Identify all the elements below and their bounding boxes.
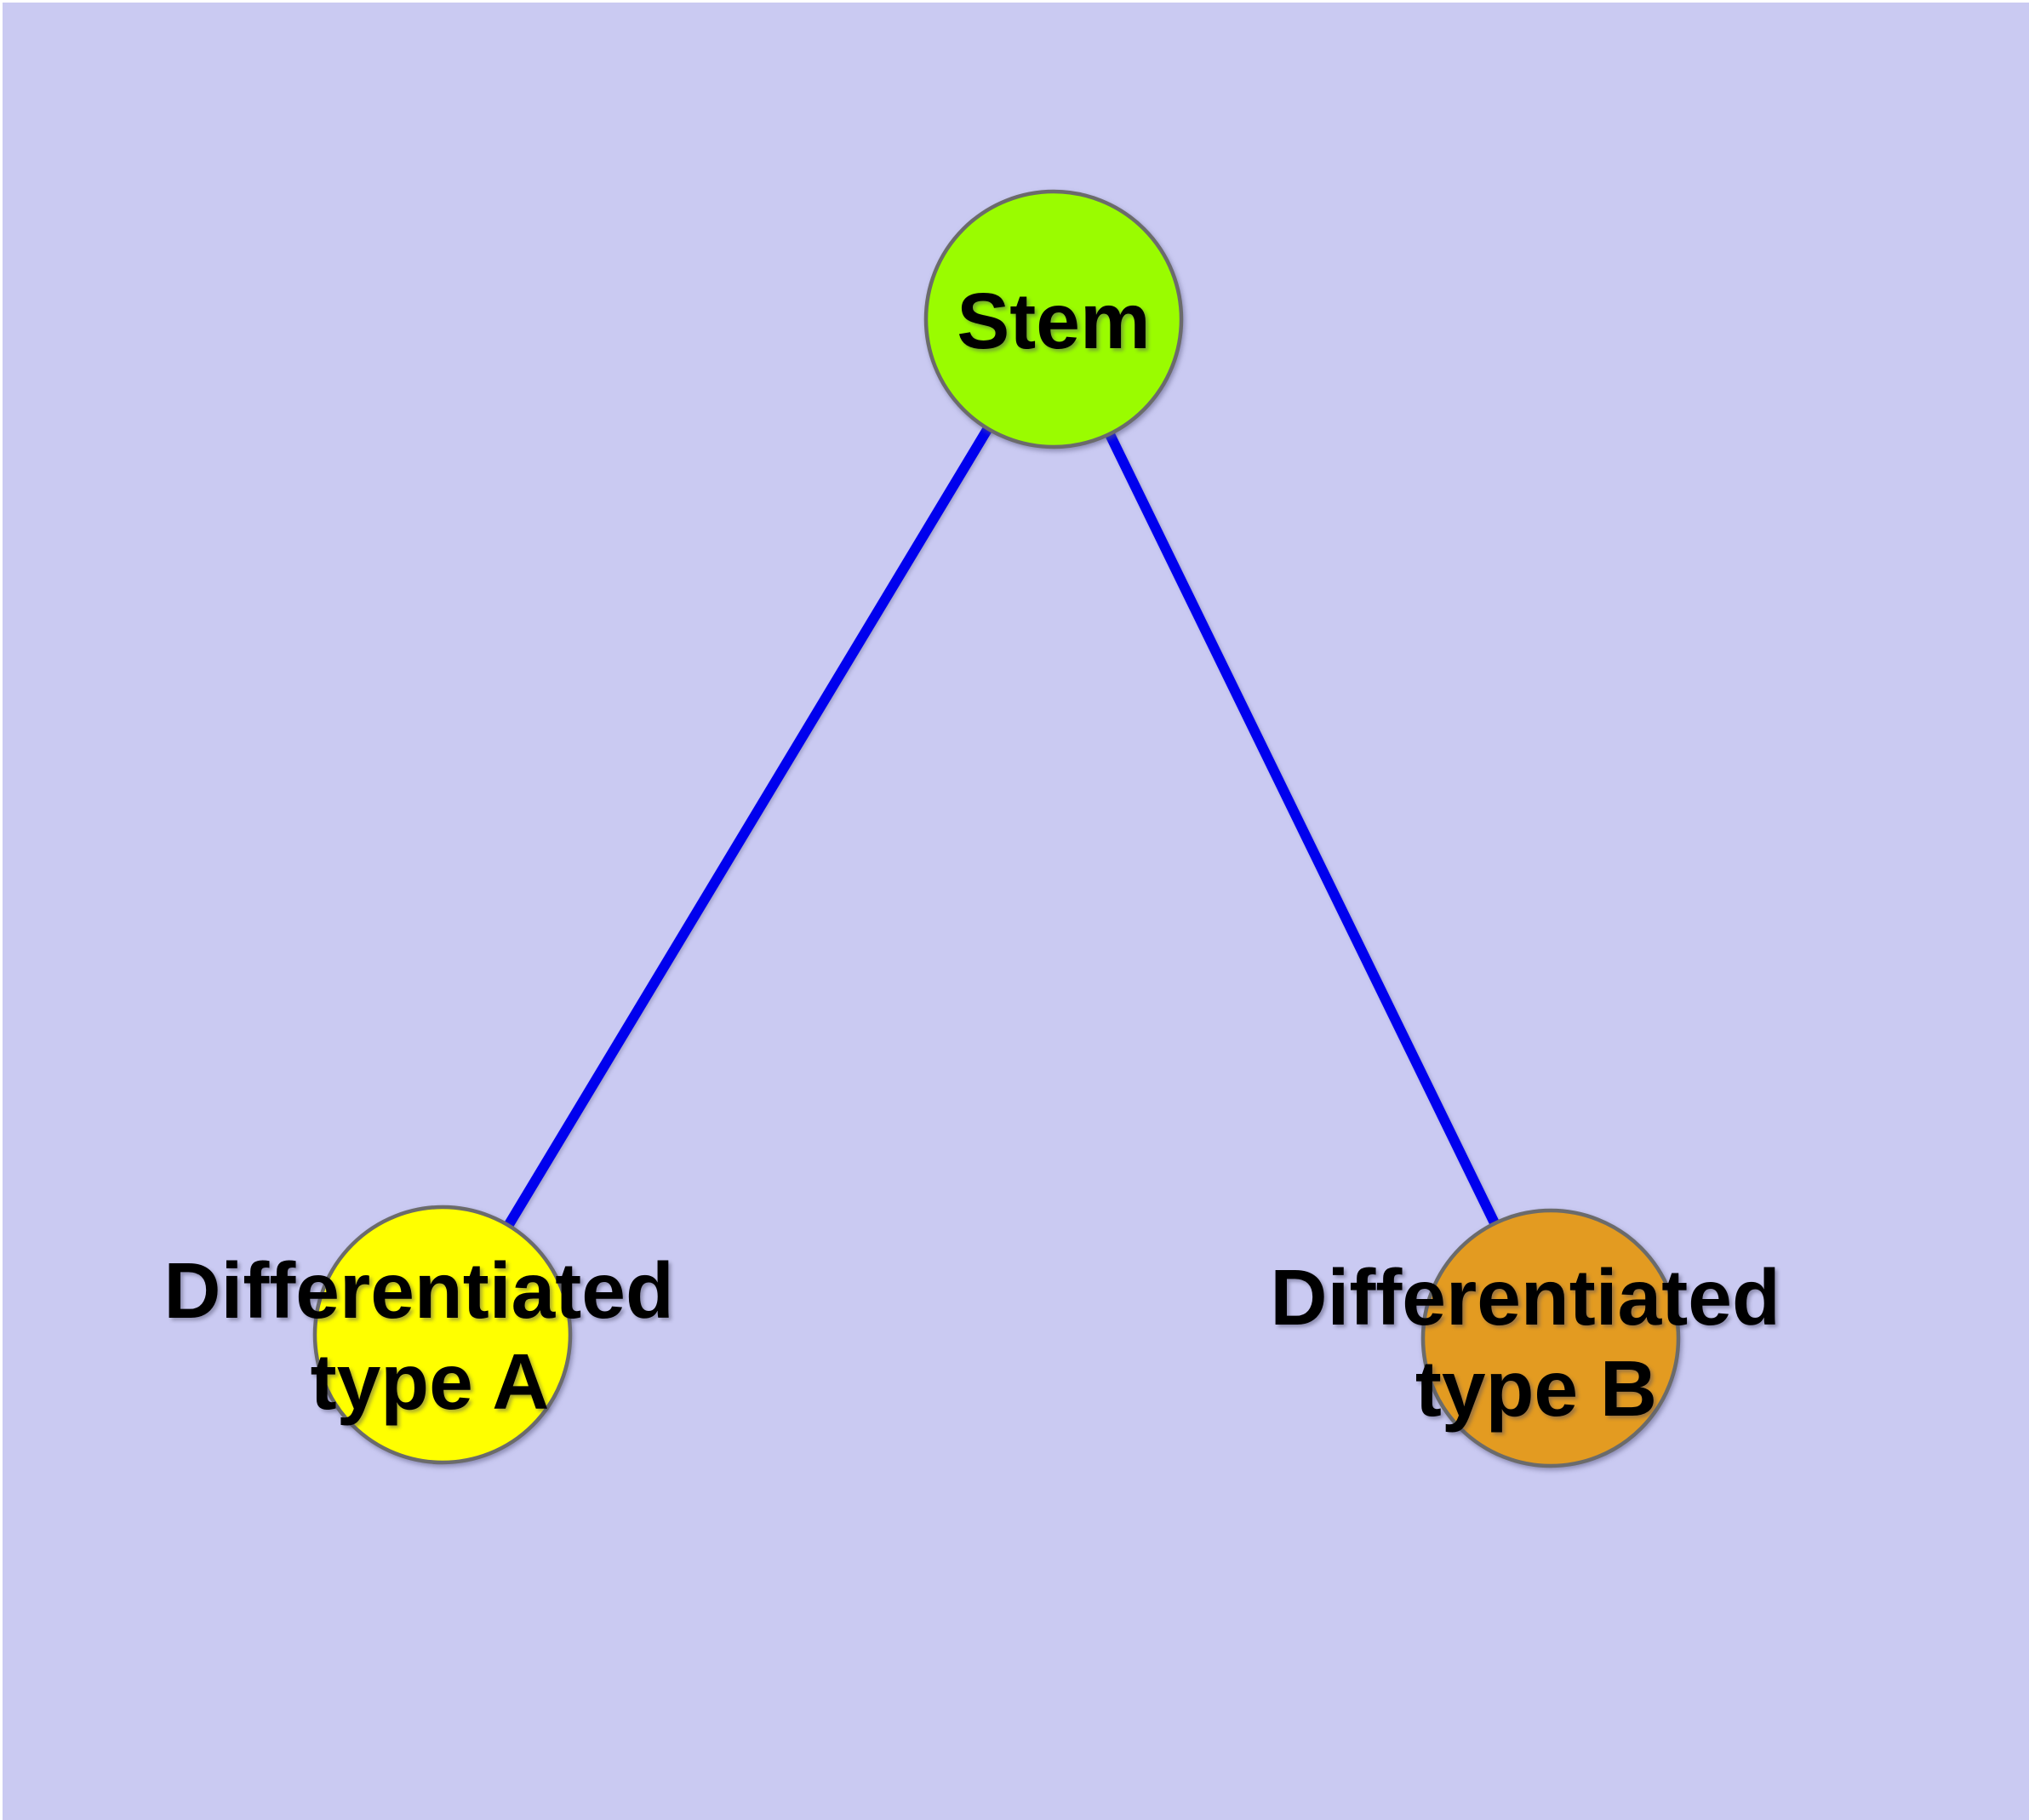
node-stem — [923, 189, 1184, 449]
edge-stem-to-type-a — [437, 316, 1059, 1338]
node-label-differentiated-type-b: Differentiated type B — [1270, 1253, 1802, 1433]
node-label-type-a-line2: type A — [311, 1337, 550, 1426]
node-label-type-a-line1: Differentiated — [163, 1246, 673, 1335]
node-differentiated-type-b — [1420, 1208, 1681, 1468]
node-label-differentiated-type-a: Differentiated type A — [163, 1246, 695, 1426]
node-label-stem: Stem — [957, 277, 1150, 365]
edge-stem-to-type-b — [1049, 317, 1556, 1341]
node-label-type-b-line2: type B — [1415, 1344, 1657, 1433]
node-differentiated-type-a — [312, 1205, 573, 1465]
node-label-type-b-line1: Differentiated — [1270, 1253, 1780, 1342]
